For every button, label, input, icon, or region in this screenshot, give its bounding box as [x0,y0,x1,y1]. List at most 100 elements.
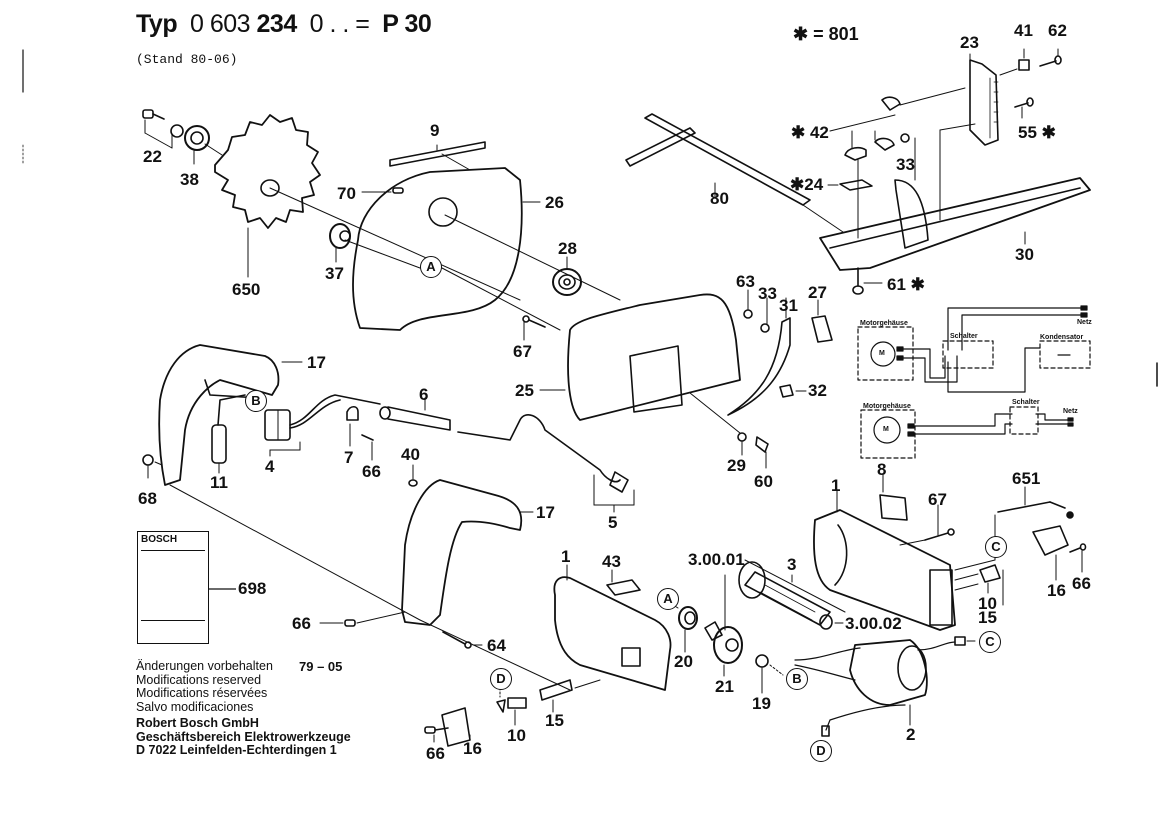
spring-icon [552,268,582,296]
divider [141,620,205,621]
clip-icon [779,384,794,398]
connector-ref-b: B [245,390,267,412]
part-label-7: 7 [344,448,354,467]
manual-brand: BOSCH [141,534,178,545]
part-label-8: 8 [877,460,887,479]
rear-handle-icon [158,344,280,486]
lever-icon [727,317,791,416]
part-label-24: ✱24 [790,175,824,194]
part-label-9: 9 [430,121,440,140]
wiring-bottom-motor-symbol: M [883,426,889,433]
connector-ref-d: D [810,740,832,762]
part-label-38: 38 [180,170,199,189]
part-label-25: 25 [515,381,534,400]
part-label-67a: 67 [513,342,532,361]
part-label-68: 68 [138,489,157,508]
connector-ref-a: A [657,588,679,610]
part-label-17a: 17 [307,353,326,372]
part-label-40: 40 [401,445,420,464]
part-label-70: 70 [337,184,356,203]
footer-division: Geschäftsbereich Elektrowerkzeuge [136,729,351,744]
part-label-63: 63 [736,272,755,291]
armature-icon [738,561,833,630]
screw-head-icon [743,309,753,319]
connector-ref-c: C [979,631,1001,653]
power-cord-icon [457,414,621,483]
part-label-21: 21 [715,677,734,696]
part-label-28: 28 [558,239,577,258]
gear-icon [704,621,743,664]
footer-line-es: Salvo modificaciones [136,699,254,714]
part-label-66d: 66 [426,744,445,763]
part-label-33a: 33 [896,155,915,174]
part-label-6: 6 [419,385,429,404]
footer-line-fr: Modifications réservées [136,686,268,700]
part-label-16a: 16 [1047,581,1066,600]
wing-knob-icon [874,137,895,151]
operating-manual-card: BOSCH [137,531,209,644]
part-label-55: 55 ✱ [1018,123,1056,142]
wiring-top-mains: Netz [1077,319,1092,326]
part-label-1b: 1 [831,476,841,495]
part-label-651: 651 [1012,469,1041,488]
part-label-32: 32 [808,381,827,400]
footer-address: D 7022 Leinfelden-Echterdingen 1 [136,743,337,757]
typ-number-bold: 234 [256,10,298,38]
typ-suffix: 0 . . = [309,10,370,38]
part-label-3-00-02: 3.00.02 [845,614,902,633]
wing-knob-icon [844,146,867,161]
terminal-icon [821,725,830,737]
screw-icon [522,315,546,328]
pin-icon [392,187,404,194]
wiring-bottom-motor-housing: Motorgehäuse [863,403,911,410]
brush-holder-icon [539,679,573,701]
square-nut-icon [1018,59,1030,71]
part-label-5: 5 [608,513,618,532]
part-label-2: 2 [906,725,916,744]
star-legend: ✱ = 801 [793,24,859,44]
screw-icon [1069,543,1087,553]
rip-fence-icon [625,113,811,206]
part-label-66a: 66 [362,462,381,481]
wiring-top-motor-housing: Motorgehäuse [860,320,908,327]
part-label-26: 26 [545,193,564,212]
brush-cover-icon [1032,525,1069,556]
screw-icon [1014,97,1034,108]
part-label-15b: 15 [545,711,564,730]
nut-icon [142,454,154,466]
washer-icon [737,432,747,442]
inner-flange-icon [329,223,351,249]
part-label-41: 41 [1014,21,1033,40]
stand-date: (Stand 80-06) [136,52,238,67]
part-label-10a: 10 [978,594,997,613]
part-label-66c: 66 [1072,574,1091,593]
part-label-15a: 15 [978,608,997,627]
washer-icon [900,133,910,143]
wiring-top-motor-symbol: M [879,350,885,357]
part-label-20: 20 [674,652,693,671]
carbon-brush-icon [507,697,527,709]
typ-number-prefix: 0 603 [190,10,251,38]
part-label-80: 80 [710,189,729,208]
footer-line-de: Änderungen vorbehalten [136,659,273,673]
connector-ref-a: A [420,256,442,278]
wiring-top-switch: Schalter [950,333,978,340]
divider [141,550,205,551]
saw-blade-icon [214,114,321,229]
screw-icon [1039,55,1062,67]
motor-housing-icon [553,576,672,691]
part-label-3: 3 [787,555,797,574]
wiring-bottom-switch: Schalter [1012,399,1040,406]
connector-ref-b: B [786,668,808,690]
part-label-698: 698 [238,579,267,598]
strain-relief-icon [379,406,451,431]
base-plate-icon [819,177,1091,271]
terminal-icon [954,636,966,646]
part-label-19: 19 [752,694,771,713]
capacitor-icon [211,394,246,464]
part-label-64: 64 [487,636,506,655]
part-label-10b: 10 [507,726,526,745]
brush-spring-icon [496,699,506,713]
part-label-27: 27 [808,283,827,302]
